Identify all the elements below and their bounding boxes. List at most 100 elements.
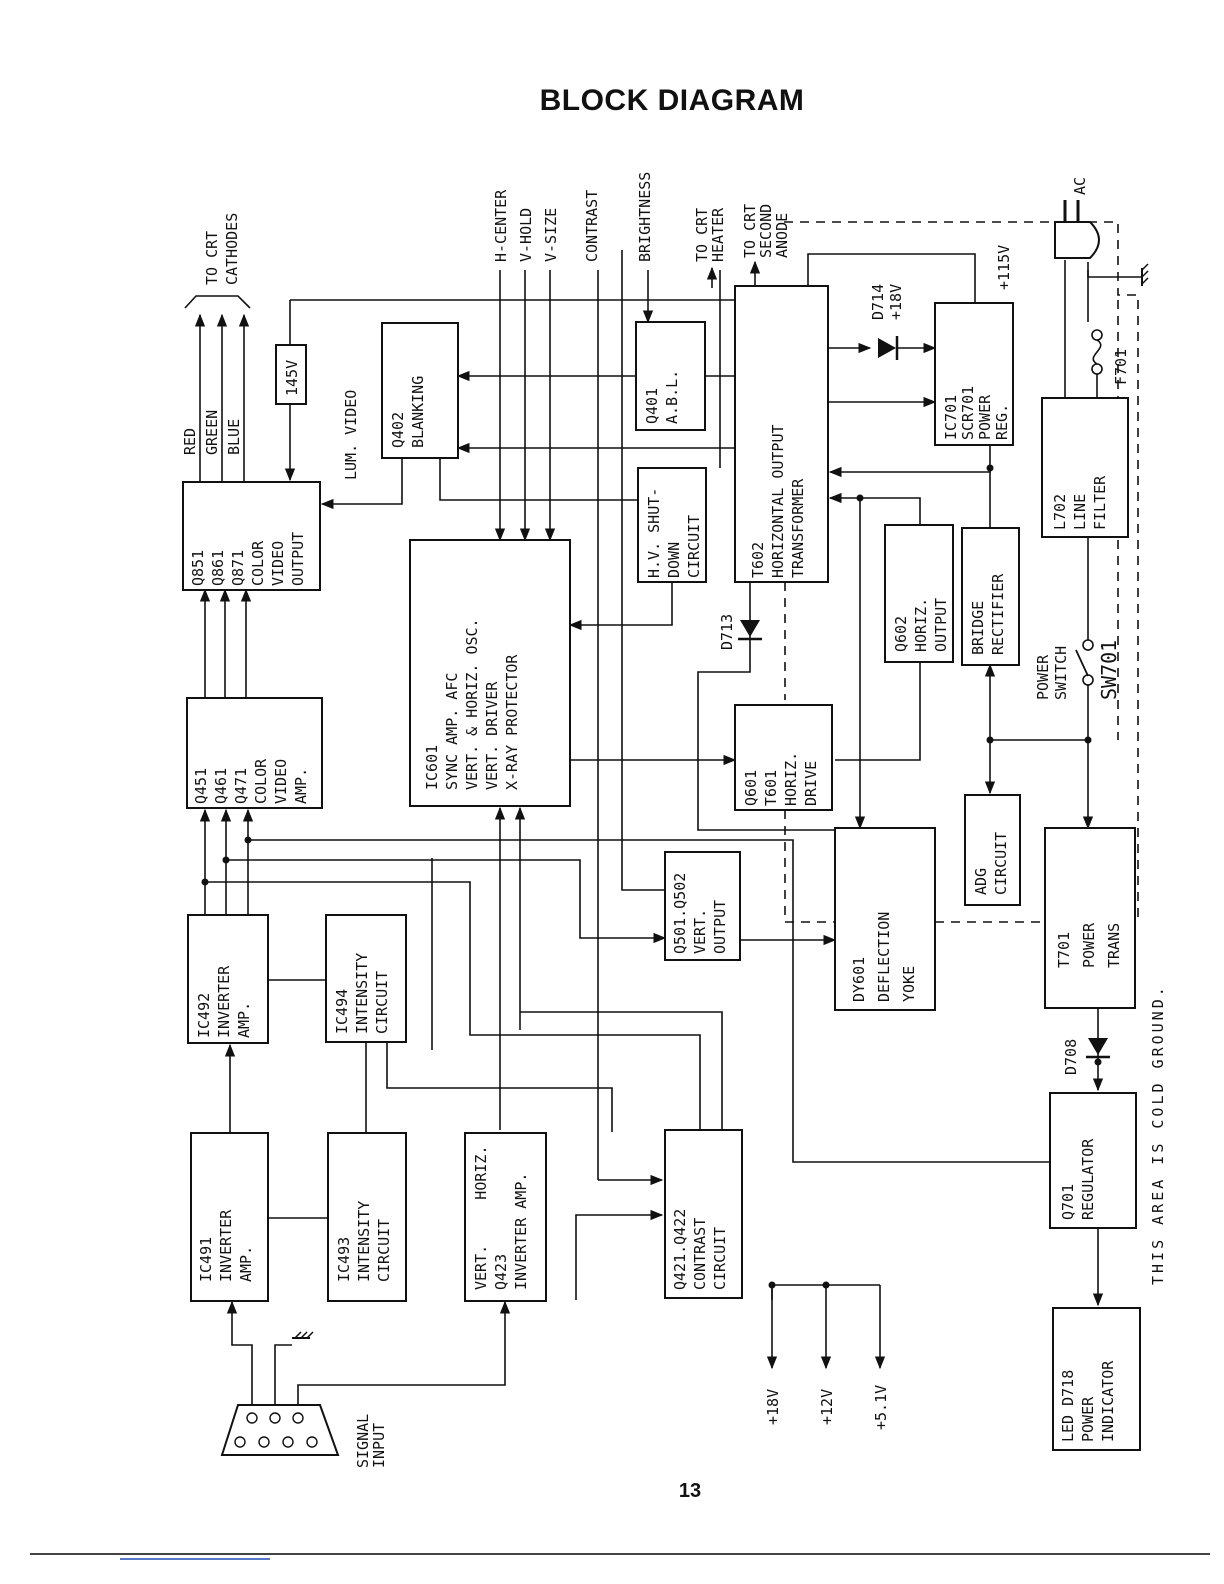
svg-text:BLANKING: BLANKING — [409, 376, 427, 448]
svg-text:INDICATOR: INDICATOR — [1099, 1360, 1117, 1442]
wiring — [194, 250, 1142, 1405]
svg-text:+12V: +12V — [818, 1389, 836, 1425]
page-number: 13 — [678, 1480, 702, 1502]
svg-text:+18V: +18V — [764, 1389, 782, 1425]
ic493-intensity-circuit-block: IC493 INTENSITY CIRCUIT — [327, 1132, 407, 1302]
crt-cathodes-brace — [184, 295, 251, 309]
svg-text:INTENSITY: INTENSITY — [353, 953, 371, 1034]
bottom-rule-accent — [120, 1558, 270, 1560]
svg-text:ADG: ADG — [972, 868, 990, 895]
svg-text:BRIGHTNESS: BRIGHTNESS — [636, 172, 654, 262]
svg-text:VERT. DRIVER: VERT. DRIVER — [483, 681, 501, 790]
svg-text:AMP.: AMP. — [235, 1002, 253, 1038]
svg-text:A.B.L.: A.B.L. — [663, 370, 681, 424]
svg-text:REG.: REG. — [993, 404, 1011, 440]
brightness-label: BRIGHTNESS — [636, 172, 654, 262]
rgb-labels: RED GREEN BLUE — [181, 410, 243, 455]
svg-text:HORIZONTAL OUTPUT: HORIZONTAL OUTPUT — [769, 424, 787, 578]
svg-text:INTENSITY: INTENSITY — [355, 1201, 373, 1282]
f701-label: F701 — [1112, 349, 1130, 385]
cvo-line3: Q871 — [229, 550, 247, 586]
svg-text:Q451: Q451 — [192, 768, 210, 804]
svg-text:IC494: IC494 — [333, 989, 351, 1034]
svg-text:SCR701: SCR701 — [959, 386, 977, 440]
svg-text:TO CRT: TO CRT — [741, 204, 759, 258]
svg-text:VERT. HORIZ.: VERT. HORIZ. — [472, 1146, 490, 1291]
svg-text:OUTPUT: OUTPUT — [711, 900, 729, 954]
svg-text:X-RAY PROTECTOR: X-RAY PROTECTOR — [503, 654, 521, 790]
sw701-label: SW701 — [1097, 640, 1121, 700]
ic492-inverter-amp-block: IC492 INVERTER AMP. — [187, 914, 269, 1044]
cvo-line4: COLOR — [249, 540, 267, 586]
power-switch-label: POWER SWITCH — [1034, 646, 1070, 700]
svg-text:HEATER: HEATER — [709, 207, 727, 262]
svg-text:H-CENTER: H-CENTER — [492, 189, 510, 262]
page-title: BLOCK DIAGRAM — [539, 84, 805, 117]
svg-text:Q423: Q423 — [492, 1254, 510, 1290]
abl-block: Q401 A.B.L. — [635, 321, 706, 431]
svg-text:IC491: IC491 — [197, 1237, 215, 1282]
to-crt-second-anode-label: TO CRT SECOND ANODE — [741, 204, 791, 258]
signal-connector-icon — [220, 1404, 340, 1456]
svg-text:CIRCUIT: CIRCUIT — [685, 515, 703, 578]
rail-18v-label: +18V — [764, 1389, 782, 1425]
contrast-label: CONTRAST — [583, 190, 601, 262]
contrast-circuit-block: Q421.Q422 CONTRAST CIRCUIT — [664, 1129, 743, 1299]
svg-text:Q401: Q401 — [643, 388, 661, 424]
led-power-indicator-block: LED D718 POWER INDICATOR — [1052, 1307, 1141, 1451]
svg-text:D714: D714 — [869, 284, 887, 320]
svg-text:TRANS: TRANS — [1105, 923, 1123, 968]
svg-text:INPUT: INPUT — [370, 1423, 388, 1468]
svg-text:+18V: +18V — [887, 284, 905, 320]
svg-text:TO CRT: TO CRT — [203, 231, 221, 285]
d713-label: D713 — [718, 614, 736, 650]
svg-text:D713: D713 — [718, 614, 736, 650]
svg-text:T701: T701 — [1055, 932, 1073, 968]
to-crt-cathodes-label: TO CRT CATHODES — [203, 213, 241, 285]
d708-diode-icon — [1086, 1038, 1110, 1059]
svg-text:RECTIFIER: RECTIFIER — [989, 573, 1007, 655]
hv-shutdown-block: H.V. SHUT- DOWN CIRCUIT — [637, 467, 707, 583]
svg-text:CIRCUIT: CIRCUIT — [373, 971, 391, 1034]
svg-text:VERT.: VERT. — [691, 909, 709, 954]
svg-text:D708: D708 — [1062, 1039, 1080, 1075]
svg-text:DY601: DY601 — [850, 957, 868, 1002]
svg-text:SIGNAL: SIGNAL — [354, 1414, 372, 1468]
svg-text:LINE: LINE — [1071, 494, 1089, 530]
svg-text:CATHODES: CATHODES — [223, 213, 241, 285]
color-video-amp-block: Q451 Q461 Q471 COLOR VIDEO AMP. — [186, 697, 323, 809]
svg-text:Q471: Q471 — [232, 768, 250, 804]
cvo-line6: OUTPUT — [289, 532, 307, 586]
svg-text:RED: RED — [181, 428, 199, 455]
svg-text:AMP.: AMP. — [237, 1246, 255, 1282]
svg-text:REGULATOR: REGULATOR — [1079, 1138, 1097, 1220]
svg-text:GREEN: GREEN — [203, 410, 221, 455]
svg-text:CONTRAST: CONTRAST — [583, 190, 601, 262]
svg-text:145V: 145V — [283, 360, 301, 396]
svg-text:H.V. SHUT-: H.V. SHUT- — [645, 488, 663, 578]
svg-text:IC492: IC492 — [195, 993, 213, 1038]
h-center-label: H-CENTER — [492, 189, 510, 262]
svg-text:YOKE: YOKE — [900, 966, 918, 1002]
svg-text:SYNC AMP. AFC: SYNC AMP. AFC — [443, 673, 461, 790]
cvo-line5: VIDEO — [269, 541, 287, 586]
svg-text:L702: L702 — [1051, 494, 1069, 530]
v-size-label: V-SIZE — [542, 208, 560, 262]
svg-text:Q701: Q701 — [1059, 1184, 1077, 1220]
svg-text:CIRCUIT: CIRCUIT — [711, 1227, 729, 1290]
svg-text:SW701: SW701 — [1097, 640, 1121, 700]
svg-text:LUM. VIDEO: LUM. VIDEO — [342, 390, 360, 480]
svg-text:VERT. & HORIZ. OSC.: VERT. & HORIZ. OSC. — [463, 618, 481, 790]
ic494-intensity-circuit-block: IC494 INTENSITY CIRCUIT — [325, 914, 407, 1043]
svg-text:Q602: Q602 — [892, 616, 910, 652]
bottom-rule — [30, 1553, 1210, 1555]
horiz-output-block: Q602 HORIZ. OUTPUT — [884, 524, 954, 663]
svg-text:COLOR: COLOR — [252, 758, 270, 804]
lum-video-label: LUM. VIDEO — [342, 390, 360, 480]
svg-text:POWER: POWER — [1079, 1396, 1097, 1442]
rail-5v-label: +5.1V — [872, 1385, 890, 1430]
cold-ground-note: THIS AREA IS COLD GROUND. — [1149, 984, 1167, 1285]
line-filter-block: L702 LINE FILTER — [1041, 397, 1129, 538]
svg-text:CIRCUIT: CIRCUIT — [992, 832, 1010, 895]
ic601-sync-block: IC601 SYNC AMP. AFC VERT. & HORIZ. OSC. … — [409, 539, 571, 807]
